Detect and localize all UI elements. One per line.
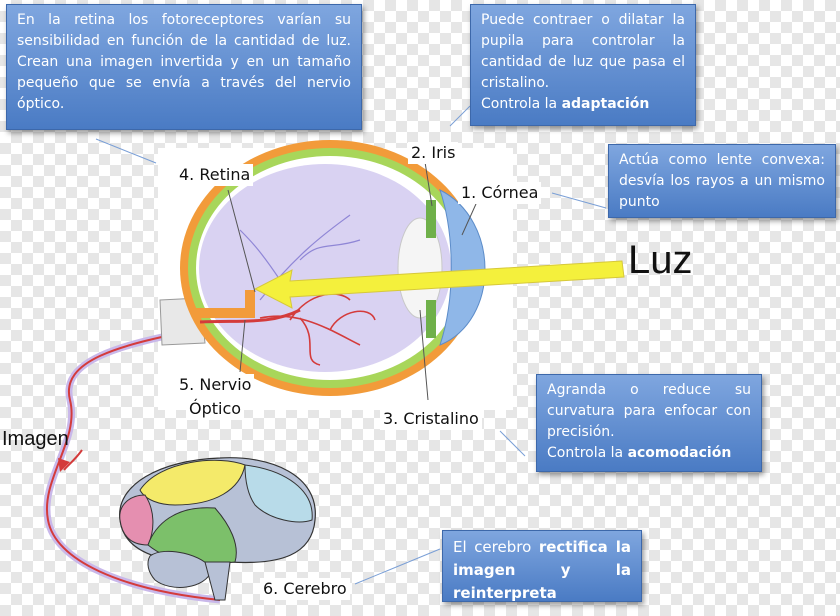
retina-info-text: En la retina los fotoreceptores varían s… xyxy=(17,12,351,112)
cristalino-info-text: Agranda o reduce su curvatura para enfoc… xyxy=(547,380,751,443)
label-cristalino: 3. Cristalino xyxy=(380,408,482,430)
iris-info-box: Puede contraer o dilatar la pupila para … xyxy=(470,4,696,126)
cerebro-info-box: El cerebro rectifica la imagen y la rein… xyxy=(442,530,642,602)
label-cerebro: 6. Cerebro xyxy=(260,578,350,600)
cerebro-info-prefix: El cerebro xyxy=(453,538,539,556)
label-iris: 2. Iris xyxy=(408,142,458,164)
label-nervio-line2: Óptico xyxy=(186,398,244,420)
label-nervio-line1: 5. Nervio xyxy=(176,374,254,396)
iris-info-prefix: Controla la xyxy=(481,96,562,112)
label-luz: Luz xyxy=(628,238,693,283)
cristalino-info-line2: Controla la acomodación xyxy=(547,443,751,464)
cristalino-info-prefix: Controla la xyxy=(547,445,628,461)
cristalino-info-bold: acomodación xyxy=(628,445,732,461)
iris-upper xyxy=(426,200,436,238)
label-cornea: 1. Córnea xyxy=(458,182,541,204)
cornea-info-text: Actúa como lente convexa: desvía los ray… xyxy=(619,152,825,210)
label-retina: 4. Retina xyxy=(176,164,253,186)
retina-info-box: En la retina los fotoreceptores varían s… xyxy=(6,4,362,130)
imagen-arrow-shaft xyxy=(64,450,82,470)
cristalino-info-box: Agranda o reduce su curvatura para enfoc… xyxy=(536,374,762,472)
label-imagen: Imagen xyxy=(2,428,69,451)
iris-info-text: Puede contraer o dilatar la pupila para … xyxy=(481,10,685,94)
iris-info-line2: Controla la adaptación xyxy=(481,94,685,115)
iris-lower xyxy=(426,300,436,338)
cornea-info-box: Actúa como lente convexa: desvía los ray… xyxy=(608,144,836,218)
iris-info-bold: adaptación xyxy=(562,96,650,112)
